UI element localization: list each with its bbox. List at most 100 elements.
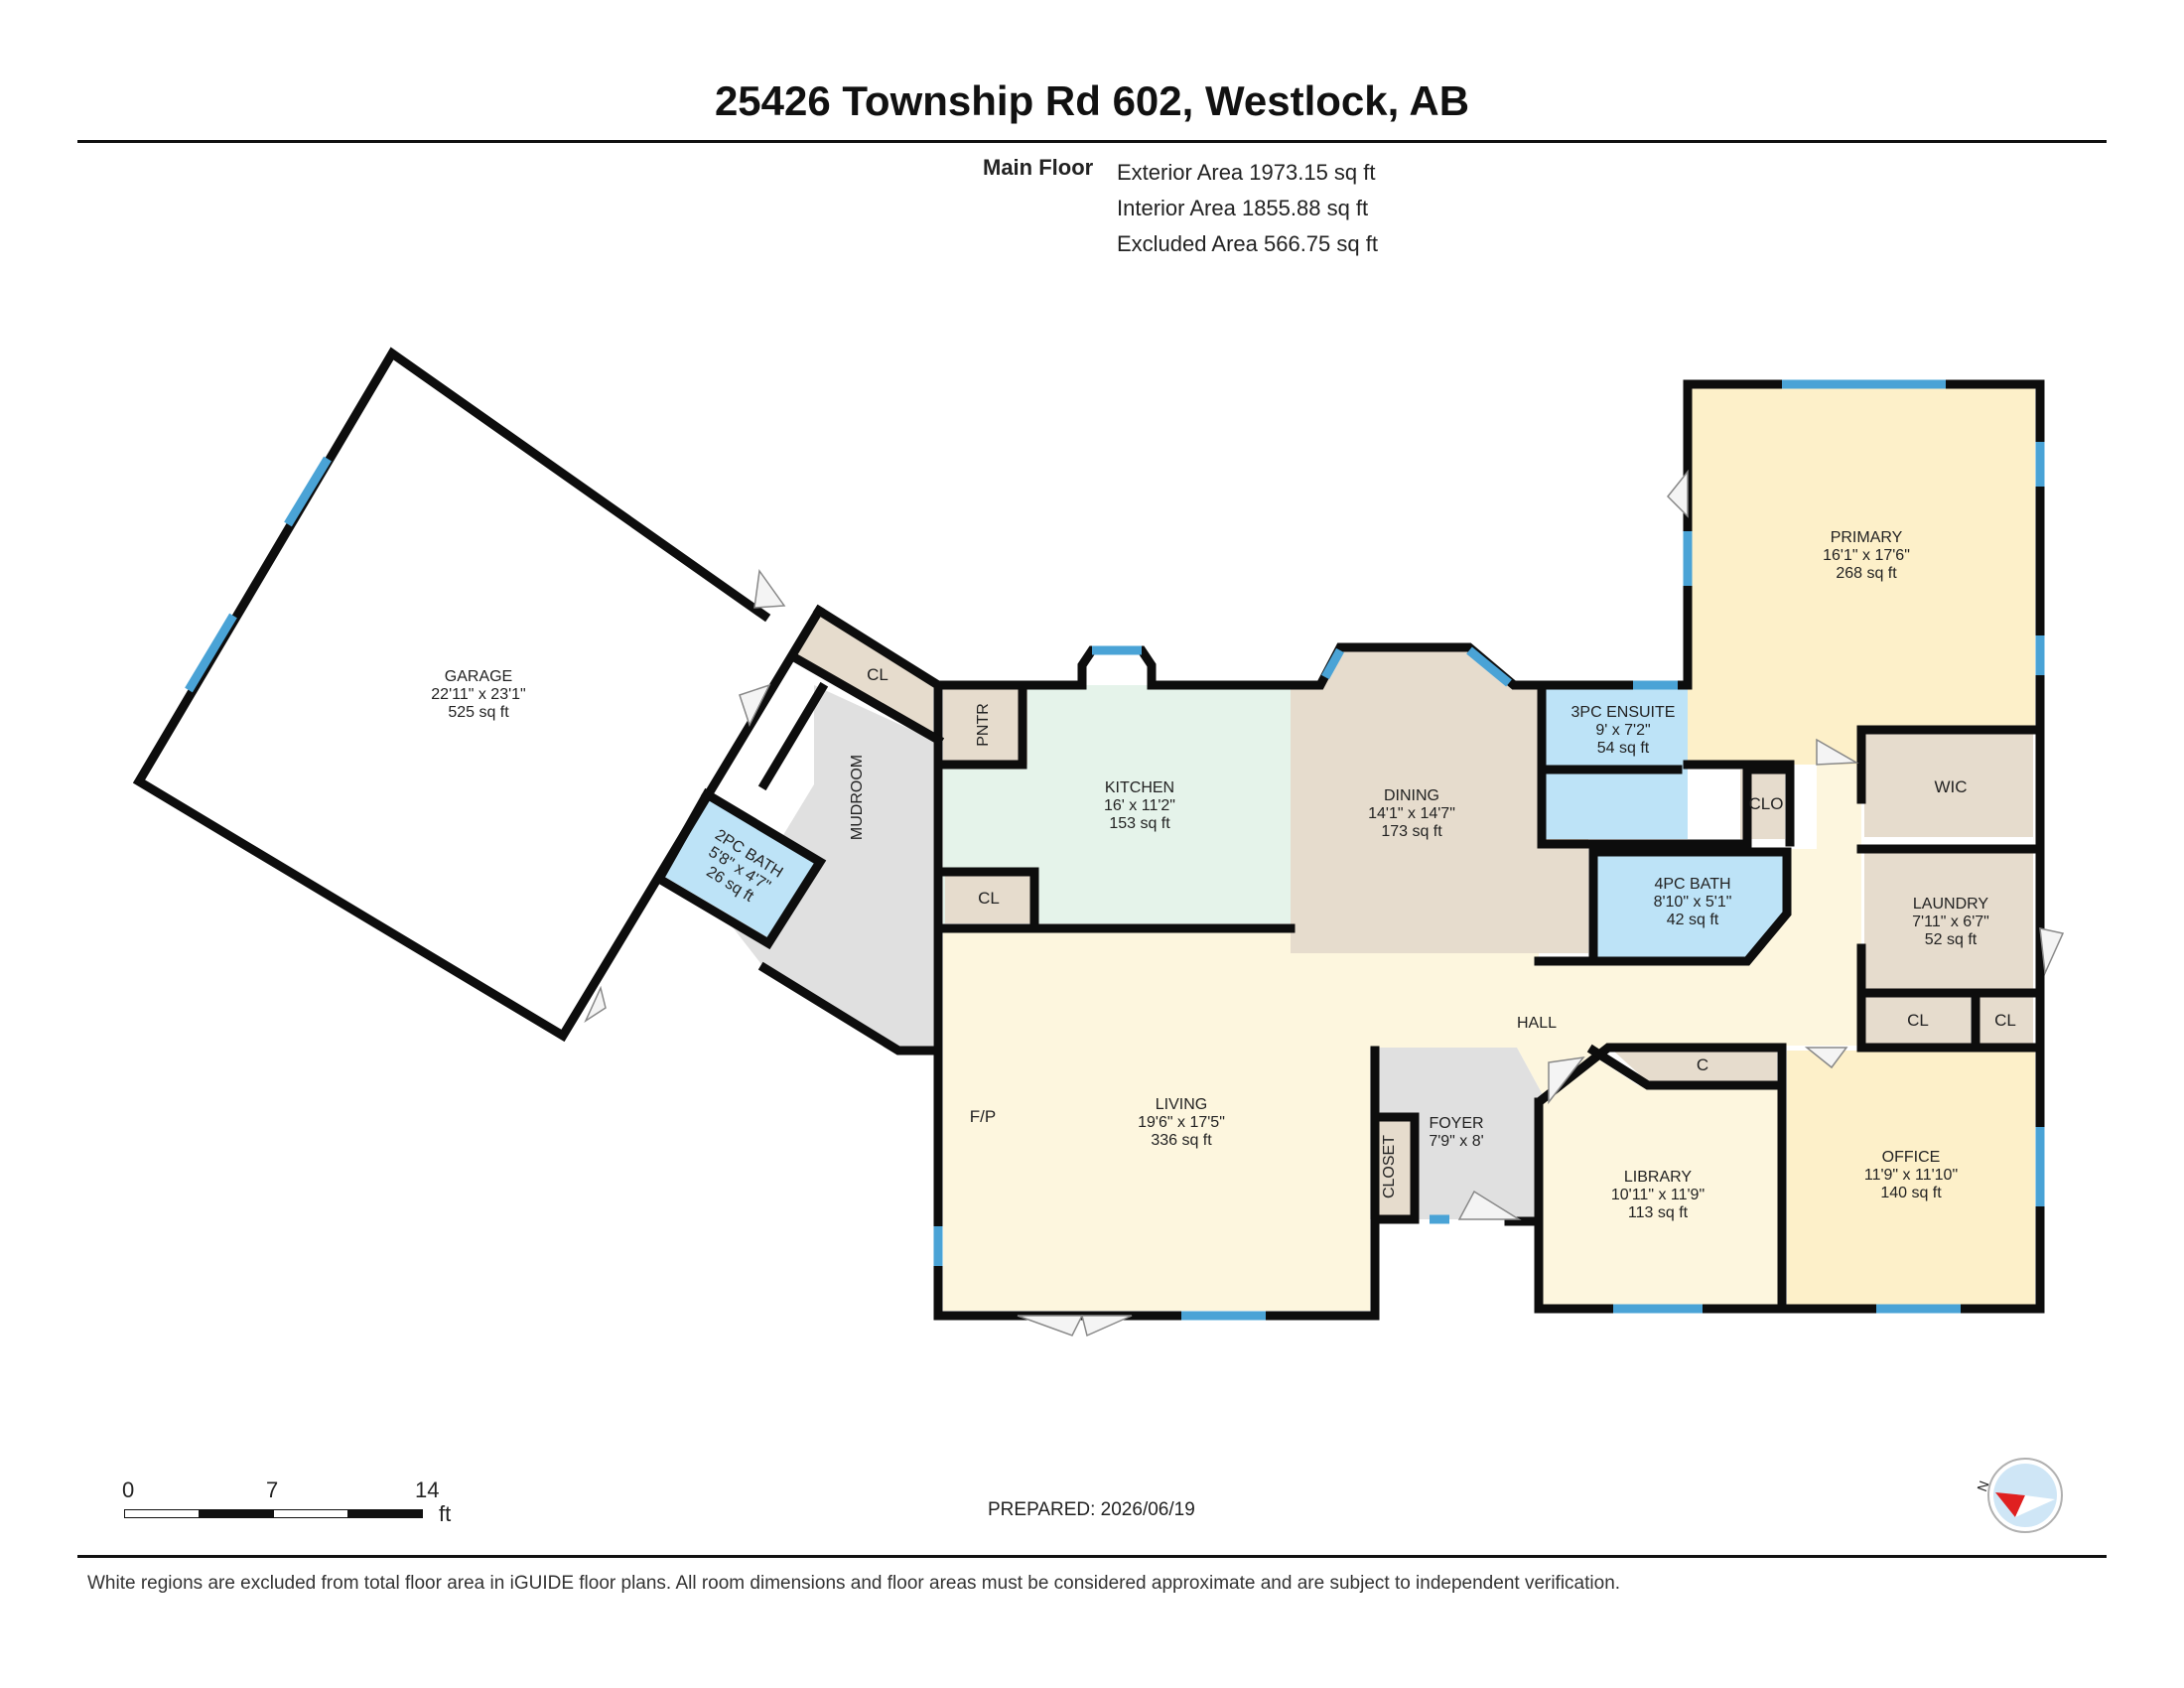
garage-area: 525 sq ft xyxy=(448,704,509,721)
compass-icon: N xyxy=(1976,1458,2063,1533)
footer-rule xyxy=(77,1555,2107,1558)
clo-wall xyxy=(1742,760,1795,847)
c-name: C xyxy=(1697,1055,1708,1074)
disclaimer: White regions are excluded from total fl… xyxy=(87,1573,1621,1594)
dining-fill xyxy=(1291,647,1588,953)
library-area: 113 sq ft xyxy=(1628,1204,1689,1221)
kitchen-area: 153 sq ft xyxy=(1109,815,1170,832)
kitchen-name: KITCHEN xyxy=(1105,779,1174,796)
dining-name: DINING xyxy=(1384,787,1439,804)
hall-fill xyxy=(1291,765,1861,1311)
garage-name: GARAGE xyxy=(445,668,512,685)
living-area: 336 sq ft xyxy=(1151,1132,1212,1149)
fp-name: F/P xyxy=(970,1107,996,1126)
fp-fill xyxy=(946,1033,1013,1211)
scale-seg-1 xyxy=(124,1509,200,1518)
scale-tick-0: 0 xyxy=(122,1477,135,1502)
wic-wall xyxy=(1856,725,2045,804)
library-fill xyxy=(1542,1053,1782,1306)
cl-b-name: CL xyxy=(1994,1011,2016,1030)
clo-name: CLO xyxy=(1749,794,1784,813)
primary-name: PRIMARY xyxy=(1831,529,1903,546)
c-wall xyxy=(1586,1044,1782,1090)
foyer-door xyxy=(1457,1190,1522,1220)
garage-door-1 xyxy=(753,569,786,609)
mudroom-west xyxy=(757,681,829,791)
scale-seg-4 xyxy=(347,1509,423,1518)
dining-dims: 14'1" x 14'7" xyxy=(1368,805,1455,822)
cl-kitchen-name: CL xyxy=(978,889,1000,908)
bath4pc-name: 4PC BATH xyxy=(1654,876,1730,893)
floor-label: Main Floor xyxy=(983,155,1094,180)
living-fill xyxy=(943,928,1370,1311)
laundry-dims: 7'11" x 6'7" xyxy=(1912,914,1989,930)
garage-window-2 xyxy=(185,613,237,693)
garage-dims: 22'11" x 23'1" xyxy=(431,686,525,703)
scale-seg-3 xyxy=(273,1509,348,1518)
office-area: 140 sq ft xyxy=(1880,1185,1942,1201)
laundry-name: LAUNDRY xyxy=(1913,896,1989,913)
ensuite-name: 3PC ENSUITE xyxy=(1571,704,1676,721)
ensuite-fill xyxy=(1542,685,1688,839)
cl-wall xyxy=(1856,988,1980,1053)
garage-door-2 xyxy=(739,683,771,727)
doors xyxy=(584,469,2065,1337)
cl-a-name: CL xyxy=(1907,1011,1929,1030)
mudroom-wall-inner xyxy=(787,650,945,747)
primary-hall-door xyxy=(1816,738,1859,766)
library-name: LIBRARY xyxy=(1624,1169,1693,1186)
office-door xyxy=(1804,1047,1848,1069)
wic-name: WIC xyxy=(1934,777,1967,796)
hall-name: HALL xyxy=(1517,1015,1557,1032)
ensuite-area: 54 sq ft xyxy=(1597,740,1650,757)
foyer-name: FOYER xyxy=(1429,1115,1483,1132)
room-fills xyxy=(139,353,2035,1311)
cl-mud-fill xyxy=(794,616,933,740)
office-fill xyxy=(1787,1051,2035,1306)
laundry-area: 52 sq ft xyxy=(1925,931,1978,948)
cl-kitchen-wall xyxy=(938,867,1039,933)
cl-a-fill xyxy=(1864,996,1971,1046)
garage-fill xyxy=(139,353,819,1036)
library-dims: 10'11" x 11'9" xyxy=(1611,1187,1705,1203)
scale-tick-7: 7 xyxy=(266,1477,279,1502)
scale-tick-14: 14 xyxy=(415,1477,440,1502)
scale-unit: ft xyxy=(439,1501,452,1526)
dining-window-1 xyxy=(1321,647,1344,680)
garage-window-1 xyxy=(284,456,332,527)
primary-area: 268 sq ft xyxy=(1836,565,1897,582)
scale-seg-2 xyxy=(199,1509,274,1518)
laundry-fill xyxy=(1864,852,2033,991)
pantry-name: PNTR xyxy=(975,703,992,747)
bath4pc-area: 42 sq ft xyxy=(1667,912,1719,928)
primary-fill xyxy=(1688,384,2035,765)
office-dims: 11'9" x 11'10" xyxy=(1864,1167,1958,1184)
page-title: 25426 Township Rd 602, Westlock, AB xyxy=(714,77,1470,124)
bath4pc-dims: 8'10" x 5'1" xyxy=(1654,894,1732,911)
excluded-area: Excluded Area 566.75 sq ft xyxy=(1117,231,1378,256)
cl-mud-name: CL xyxy=(867,665,888,684)
living-dims: 19'6" x 17'5" xyxy=(1138,1114,1225,1131)
hall-door-laundry xyxy=(2039,927,2065,976)
mudroom-fill xyxy=(730,685,933,1048)
garage-door-3 xyxy=(584,985,607,1024)
primary-dims: 16'1" x 17'6" xyxy=(1823,547,1910,564)
cl-b-fill xyxy=(1976,996,2033,1046)
bath2pc-fill xyxy=(663,796,816,938)
wic-fill xyxy=(1864,733,2033,837)
ensuite-dims: 9' x 7'2" xyxy=(1595,722,1650,739)
mudroom-name: MUDROOM xyxy=(849,755,866,840)
closet-wall xyxy=(1370,1112,1420,1224)
cl-kitchen-overlay xyxy=(945,871,1032,923)
dining-area: 173 sq ft xyxy=(1381,823,1442,840)
living-door xyxy=(1017,1315,1084,1336)
living-door-2 xyxy=(1081,1315,1133,1337)
windows xyxy=(185,379,2045,1321)
living-walls xyxy=(933,923,1415,1321)
dining-window-2 xyxy=(1466,646,1512,687)
closet-name: CLOSET xyxy=(1381,1135,1398,1198)
prepared-date: PREPARED: 2026/06/19 xyxy=(988,1499,1195,1520)
living-name: LIVING xyxy=(1156,1096,1207,1113)
interior-area: Interior Area 1855.88 sq ft xyxy=(1117,196,1369,220)
